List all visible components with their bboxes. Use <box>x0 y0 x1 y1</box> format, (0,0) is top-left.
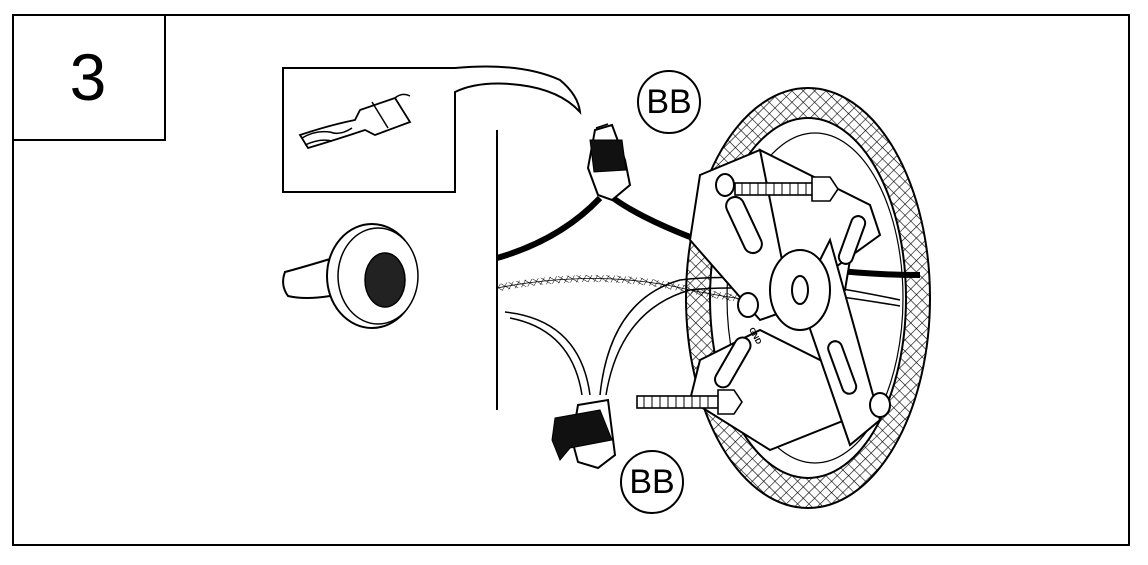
callout-label: BB <box>646 82 692 121</box>
callout-top-wire-nut: BB <box>637 70 701 134</box>
inset-detail <box>282 65 582 193</box>
callout-bottom-wire-nut: BB <box>620 450 684 514</box>
screw-top <box>734 176 839 202</box>
tape-roll-icon <box>282 223 419 329</box>
step-number-box: 3 <box>12 14 166 141</box>
screw-bottom <box>636 389 743 415</box>
wire-nut-top-icon <box>586 123 632 202</box>
mounting-strap <box>688 148 891 452</box>
wire-nut-bottom-icon <box>551 398 617 470</box>
step-number: 3 <box>69 39 107 114</box>
diagram-frame <box>12 14 1130 546</box>
callout-label: BB <box>629 462 675 501</box>
